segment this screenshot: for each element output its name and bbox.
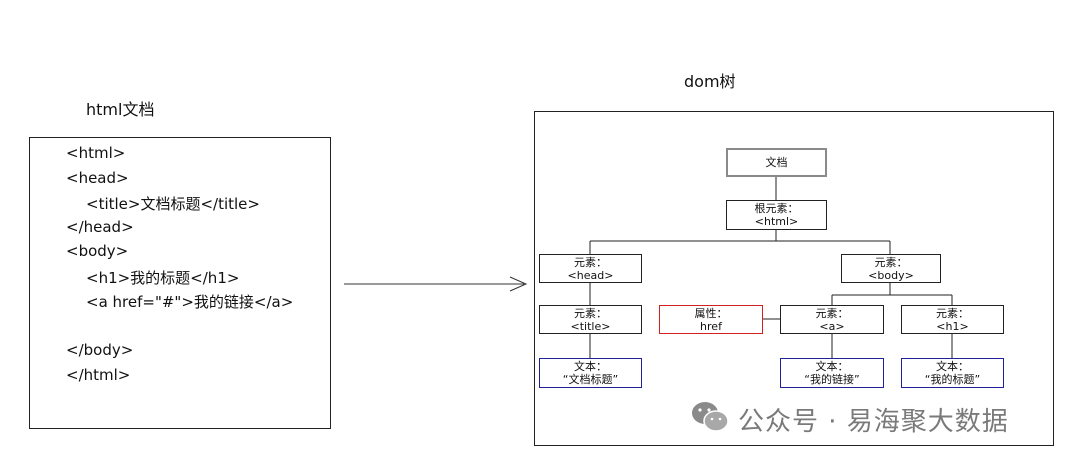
node-head: 元素： <head> (539, 254, 642, 283)
node-label: 属性： (694, 306, 728, 320)
node-html: 根元素： <html> (726, 200, 827, 230)
node-text-link: 文本： “我的链接” (780, 358, 884, 388)
node-label: 文档 (765, 156, 788, 169)
node-body: 元素： <body> (841, 254, 941, 283)
node-tag: <head> (567, 268, 614, 282)
node-label: 元素： (574, 255, 607, 269)
code-line: </body> (66, 341, 134, 359)
node-label: 元素： (936, 306, 969, 320)
node-attr-href: 属性： href (659, 305, 763, 334)
node-tag: href (700, 319, 722, 333)
node-title: 元素： <title> (539, 305, 642, 334)
node-label: 根元素： (754, 202, 799, 215)
node-text: “文档标题” (562, 373, 619, 386)
node-text: “我的链接” (804, 373, 860, 386)
code-line: </html> (66, 366, 131, 384)
node-label: 元素： (815, 306, 849, 320)
node-tag: <a> (819, 319, 845, 333)
node-tag: <title> (570, 319, 611, 333)
html-code-box: <html> <head> <title>文档标题</title> </head… (29, 137, 331, 429)
code-line: <body> (66, 242, 129, 260)
code-line: <a href="#">我的链接</a> (86, 293, 294, 311)
node-label: 元素： (874, 255, 908, 269)
node-tag: <h1> (936, 319, 969, 333)
node-tag: <html> (754, 215, 799, 228)
node-label: 文本： (574, 360, 607, 373)
node-text: “我的标题” (924, 373, 981, 386)
code-line: <h1>我的标题</h1> (86, 269, 240, 287)
code-line: <head> (66, 169, 129, 187)
dom-tree-frame (534, 111, 1054, 446)
code-line: <title>文档标题</title> (86, 195, 260, 213)
code-line: </head> (66, 218, 134, 236)
watermark-text: 公众号 · 易海聚大数据 (738, 407, 1009, 437)
node-label: 元素： (574, 306, 607, 320)
node-text-title: 文本： “文档标题” (539, 358, 642, 388)
node-label: 文本： (815, 360, 849, 373)
wechat-icon (692, 402, 729, 432)
arrow-head (509, 276, 528, 292)
node-tag: <body> (868, 268, 914, 282)
node-document: 文档 (726, 148, 827, 177)
dom-tree-title: dom树 (684, 72, 736, 91)
html-doc-title: html文档 (86, 100, 155, 119)
node-label: 文本： (936, 360, 969, 373)
node-h1: 元素： <h1> (901, 305, 1004, 334)
node-text-heading: 文本： “我的标题” (901, 358, 1004, 388)
node-a: 元素： <a> (780, 305, 884, 334)
code-line: <html> (66, 144, 126, 162)
